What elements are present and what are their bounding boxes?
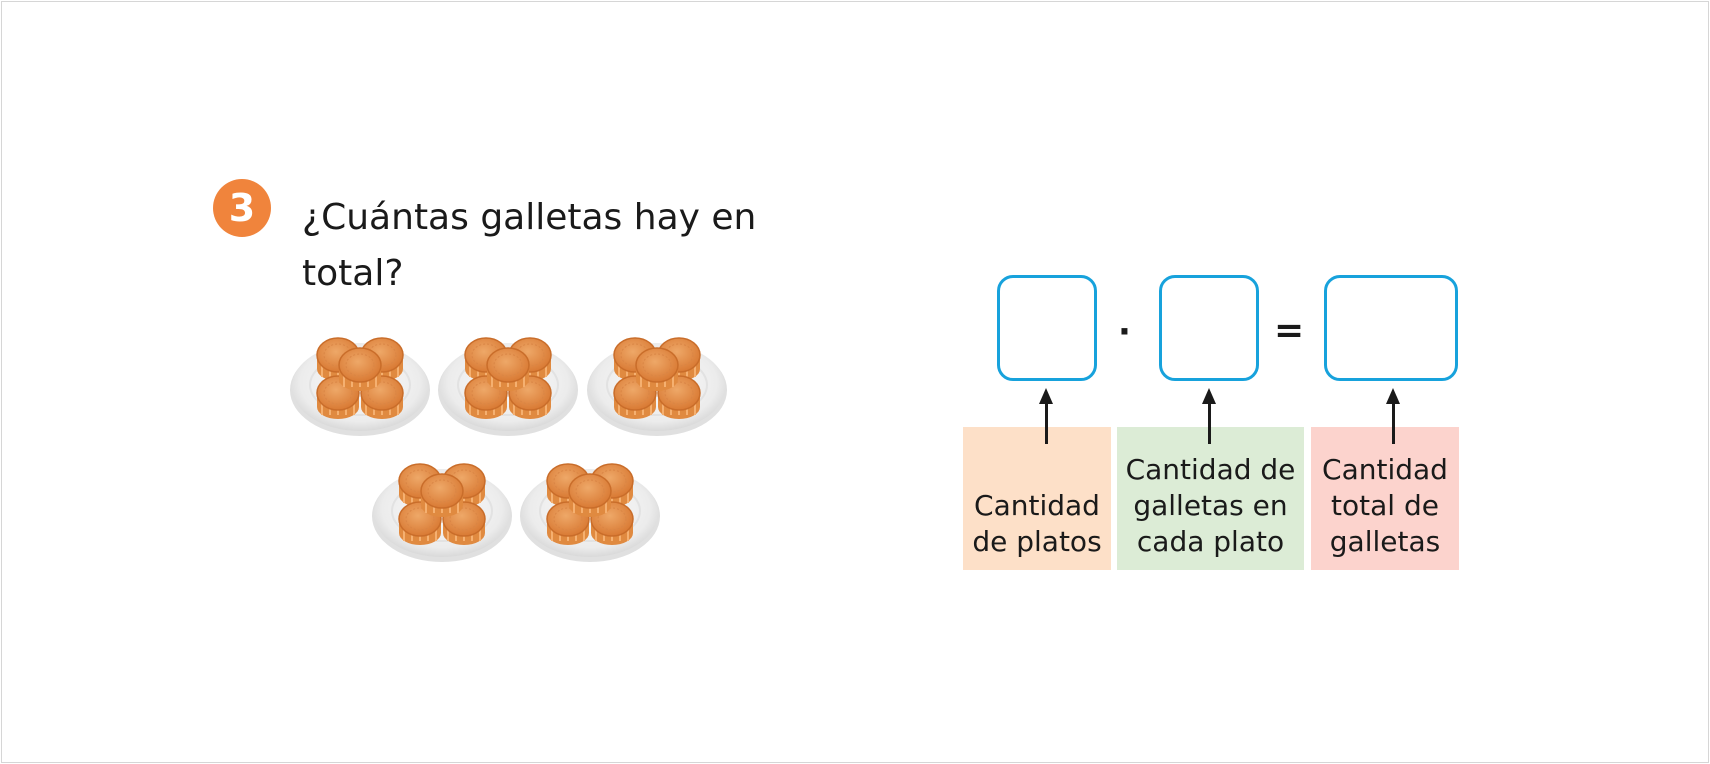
cookie [360, 375, 404, 419]
cookie [486, 347, 530, 391]
cookie [568, 473, 612, 517]
answer-box-plates[interactable] [997, 275, 1097, 381]
plate [438, 337, 578, 436]
equals-operator: = [1274, 310, 1305, 351]
label-cantidad-platos: Cantidad de platos [963, 427, 1111, 570]
arrow-up-icon [1386, 388, 1400, 444]
label-total-galletas: Cantidad total de galletas [1311, 427, 1459, 570]
cookie [420, 473, 464, 517]
label-text: Cantidad de galletas en cada plato [1125, 453, 1296, 558]
plate [520, 463, 660, 562]
plate [372, 463, 512, 562]
question-text: ¿Cuántas galletas hay en total? [302, 197, 757, 294]
arrow-up-icon [1039, 388, 1053, 444]
cookie [338, 347, 382, 391]
plate [290, 337, 430, 436]
label-galletas-por-plato: Cantidad de galletas en cada plato [1117, 427, 1304, 570]
plate [587, 337, 727, 436]
exercise-number-badge: 3 [213, 179, 271, 237]
cookie [635, 347, 679, 391]
cookie [546, 501, 590, 545]
label-text: Cantidad total de galletas [1322, 453, 1448, 558]
answer-box-total[interactable] [1324, 275, 1458, 381]
answer-box-cookies-per-plate[interactable] [1159, 275, 1259, 381]
label-text: Cantidad de platos [972, 489, 1102, 558]
arrow-up-icon [1202, 388, 1216, 444]
multiply-operator: · [1118, 312, 1131, 352]
cookie [613, 375, 657, 419]
